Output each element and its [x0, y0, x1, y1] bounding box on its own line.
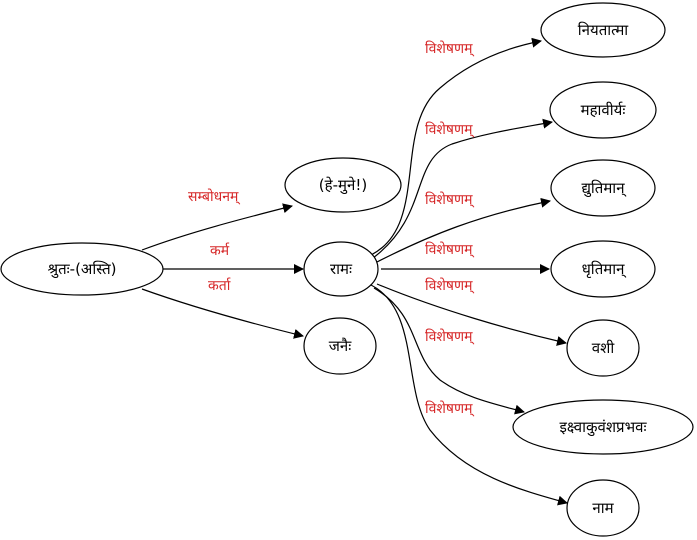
node-ikshvaku-label: इक्ष्वाकुवंशप्रभवः: [559, 418, 647, 437]
label-visheshanam-2: विशेषणम्: [425, 121, 475, 138]
node-nama[interactable]: नाम: [566, 479, 640, 537]
node-he-mune-label: (हे-मुने!): [319, 176, 367, 195]
node-dyutiman[interactable]: द्युतिमान्: [550, 159, 656, 217]
node-dhritiman[interactable]: धृतिमान्: [550, 240, 656, 298]
node-mahaviryah-shape: [549, 81, 657, 139]
label-visheshanam-4: विशेषणम्: [425, 241, 475, 258]
label-visheshanam-3: विशेषणम्: [425, 191, 475, 208]
node-nama-shape: [566, 479, 640, 537]
edge-labels: सम्बोधनम् कर्म कर्ता विशेषणम् विशेषणम् व…: [188, 40, 475, 417]
node-vashi[interactable]: वशी: [566, 319, 640, 377]
label-visheshanam-7: विशेषणम्: [425, 400, 475, 417]
node-vashi-label: वशी: [592, 339, 616, 357]
node-dhritiman-label: धृतिमान्: [582, 260, 627, 279]
edge-ramah-to-nama: [370, 284, 568, 506]
node-dyutiman-shape: [550, 159, 656, 217]
node-mahaviryah-label: महावीर्यः: [581, 101, 627, 119]
edges: [141, 37, 568, 506]
label-karta: कर्ता: [208, 277, 231, 294]
node-vashi-shape: [566, 319, 640, 377]
node-janaih-label: जनैः: [329, 337, 352, 355]
edge-shrutah-to-he-mune: [141, 203, 293, 251]
node-he-mune[interactable]: (हे-मुने!): [284, 157, 402, 213]
node-dyutiman-label: द्युतिमान्: [581, 179, 626, 198]
node-niyatatma[interactable]: नियतात्मा: [540, 2, 666, 58]
node-ikshvaku[interactable]: इक्ष्वाकुवंशप्रभवः: [512, 399, 694, 455]
node-nama-label: नाम: [592, 499, 614, 517]
label-karma: कर्म: [210, 242, 230, 259]
node-ramah-label: रामः: [330, 260, 353, 278]
label-sambodhanam: सम्बोधनम्: [188, 188, 240, 205]
edge-ramah-to-vashi: [376, 283, 567, 346]
node-mahaviryah[interactable]: महावीर्यः: [549, 81, 657, 139]
edge-ramah-to-mahaviryah: [372, 118, 553, 259]
edge-shrutah-to-janaih: [141, 288, 304, 339]
node-ikshvaku-shape: [512, 399, 694, 455]
node-niyatatma-label: नियतात्मा: [578, 21, 630, 39]
label-visheshanam-6: विशेषणम्: [425, 328, 475, 345]
edge-ramah-to-ikshvaku: [373, 287, 525, 415]
node-niyatatma-shape: [540, 2, 666, 58]
node-janaih[interactable]: जनैः: [303, 317, 377, 375]
label-visheshanam-1: विशेषणम्: [425, 40, 475, 57]
node-janaih-shape: [303, 317, 377, 375]
node-shrutah[interactable]: श्रुतः-(अस्ति): [0, 242, 164, 296]
label-visheshanam-5: विशेषणम्: [425, 277, 475, 294]
node-ramah[interactable]: रामः: [303, 241, 379, 297]
edge-ramah-to-dyutiman: [376, 197, 551, 263]
node-shrutah-shape: [0, 242, 164, 296]
node-ramah-shape: [303, 241, 379, 297]
node-dhritiman-shape: [550, 240, 656, 298]
edge-ramah-to-niyatatma: [370, 37, 542, 256]
node-he-mune-shape: [284, 157, 402, 213]
node-shrutah-label: श्रुतः-(अस्ति): [47, 260, 116, 279]
